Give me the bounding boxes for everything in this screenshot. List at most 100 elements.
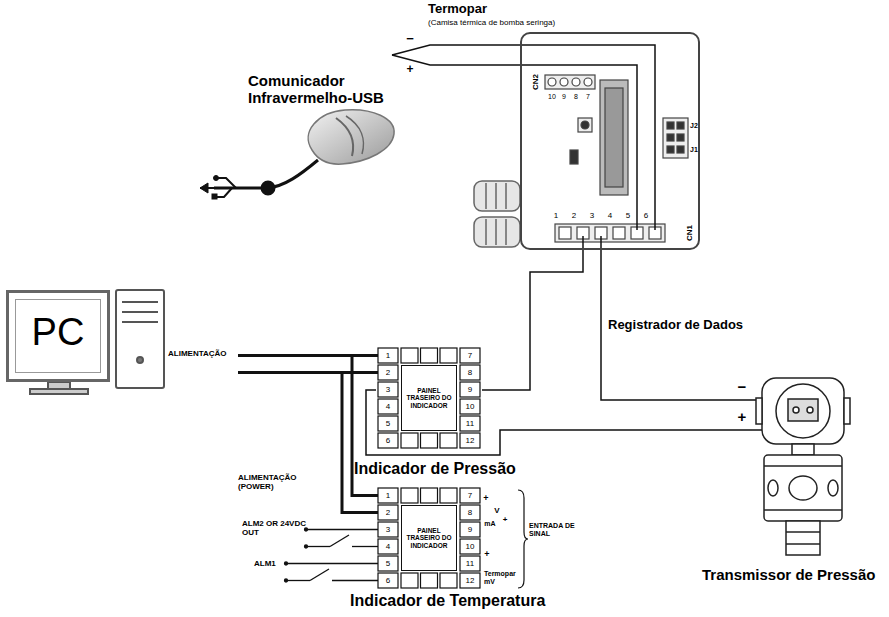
panel-square [421,433,438,448]
infrared-communicator [308,110,394,164]
pressure-transmitter [768,480,778,496]
internal-wire [520,65,637,230]
wiring-label: ALIMENTAÇÃO [168,350,227,359]
panel-square [401,433,418,448]
wiring-label: ALM2 OR 24VDC OUT [242,520,306,538]
panel-square [440,573,457,588]
logger-interior [570,150,578,164]
pressure-transmitter [793,407,799,413]
node-label: Termopar [428,2,487,17]
usb-cable [268,160,318,188]
wiring-label: 8 [468,368,472,377]
infrared-communicator [308,110,394,164]
terminal-box [378,365,398,380]
wiring-label: 4 [386,402,390,411]
terminal-box [460,539,480,554]
panel-square [421,488,438,503]
alarm-switch [352,546,378,547]
terminal-box [460,399,480,414]
terminal-box [378,505,398,520]
wiring-label: − [406,32,414,46]
pressure-transmitter [756,398,762,424]
wiring-label: 12 [466,576,475,585]
wiring-label: ALIMENTAÇÃO (POWER) [238,474,316,492]
wiring-label: 10 [466,542,475,551]
node-label: Indicador de Pressão [354,460,516,478]
power-wire [342,373,378,513]
alarm-switch [330,535,349,547]
alarm-switch [286,580,310,581]
thermocouple-symbol [392,45,518,65]
pressure-transmitter [776,384,830,438]
pressure-transmitter [792,444,814,455]
wiring-label: 9 [562,93,566,101]
wiring-label: CN1 [686,225,695,241]
logger-interior [548,78,556,86]
terminal-box [460,433,480,448]
pressure-transmitter [786,543,820,545]
power-wire [238,354,378,357]
pc-tower [122,301,158,303]
internal-wire [520,45,655,230]
wiring-label: 2 [572,212,576,221]
logger-interior [584,78,592,86]
usb-cable [200,183,208,193]
wiring-label: 3 [590,212,594,221]
alarm-switch [305,545,308,548]
wiring-label: ALM1 [254,560,276,569]
panel-square [401,488,418,503]
logger-interior [667,134,674,141]
logger-interior [677,146,684,153]
wiring-label: + [738,409,747,426]
terminal-box [378,382,398,397]
node-label: PC [9,311,107,355]
cable-gland [505,183,507,209]
wiring-label: 9 [468,525,472,534]
logger-interior [578,118,592,132]
logger-interior [663,118,688,158]
wire-connector [482,250,583,390]
logger-interior [605,88,623,187]
panel-square [421,573,438,588]
wiring-label: J2 [690,122,698,130]
wiring-label: + [484,550,489,560]
terminal-box [378,348,398,363]
wiring-label: + [406,63,413,76]
usb-cable [212,194,217,199]
wiring-label: Termopar mV [484,570,518,585]
wiring-label: 3 [386,525,390,534]
pressure-transmitter [788,399,818,421]
logger-interior [559,227,571,239]
alarm-switch [305,528,308,531]
node-label: (Camisa térmica de bomba seringa) [428,18,555,27]
logger-interior [677,134,684,141]
wiring-label: 7 [468,491,472,500]
terminal-box [460,365,480,380]
wiring-label: 6 [386,576,390,585]
wiring-label: 10 [548,93,556,101]
panel-label: PAINEL TRASEIRO DO INDICADOR [401,505,457,571]
terminal-box [378,416,398,431]
alarm-switch [285,528,379,582]
logger-interior [555,224,665,242]
logger-interior [613,227,625,239]
terminal-box [378,522,398,537]
cable-gland [495,219,497,245]
signal-brace [518,490,528,588]
cable-gland [474,181,520,211]
terminal-box [460,522,480,537]
wiring-label: 1 [554,212,558,221]
alarm-switch [286,563,378,564]
internal-wire [600,236,602,250]
pc-tower [122,311,158,313]
panel-square [401,573,418,588]
pressure-transmitter [807,407,813,413]
wiring-label: 4 [608,212,612,221]
wiring-label: 2 [386,368,390,377]
terminal-box [378,433,398,448]
wiring-label: 9 [468,385,472,394]
wiring-label: + [483,494,488,504]
alarm-switch [332,580,378,581]
terminal-box [460,416,480,431]
cable-gland [474,181,520,247]
